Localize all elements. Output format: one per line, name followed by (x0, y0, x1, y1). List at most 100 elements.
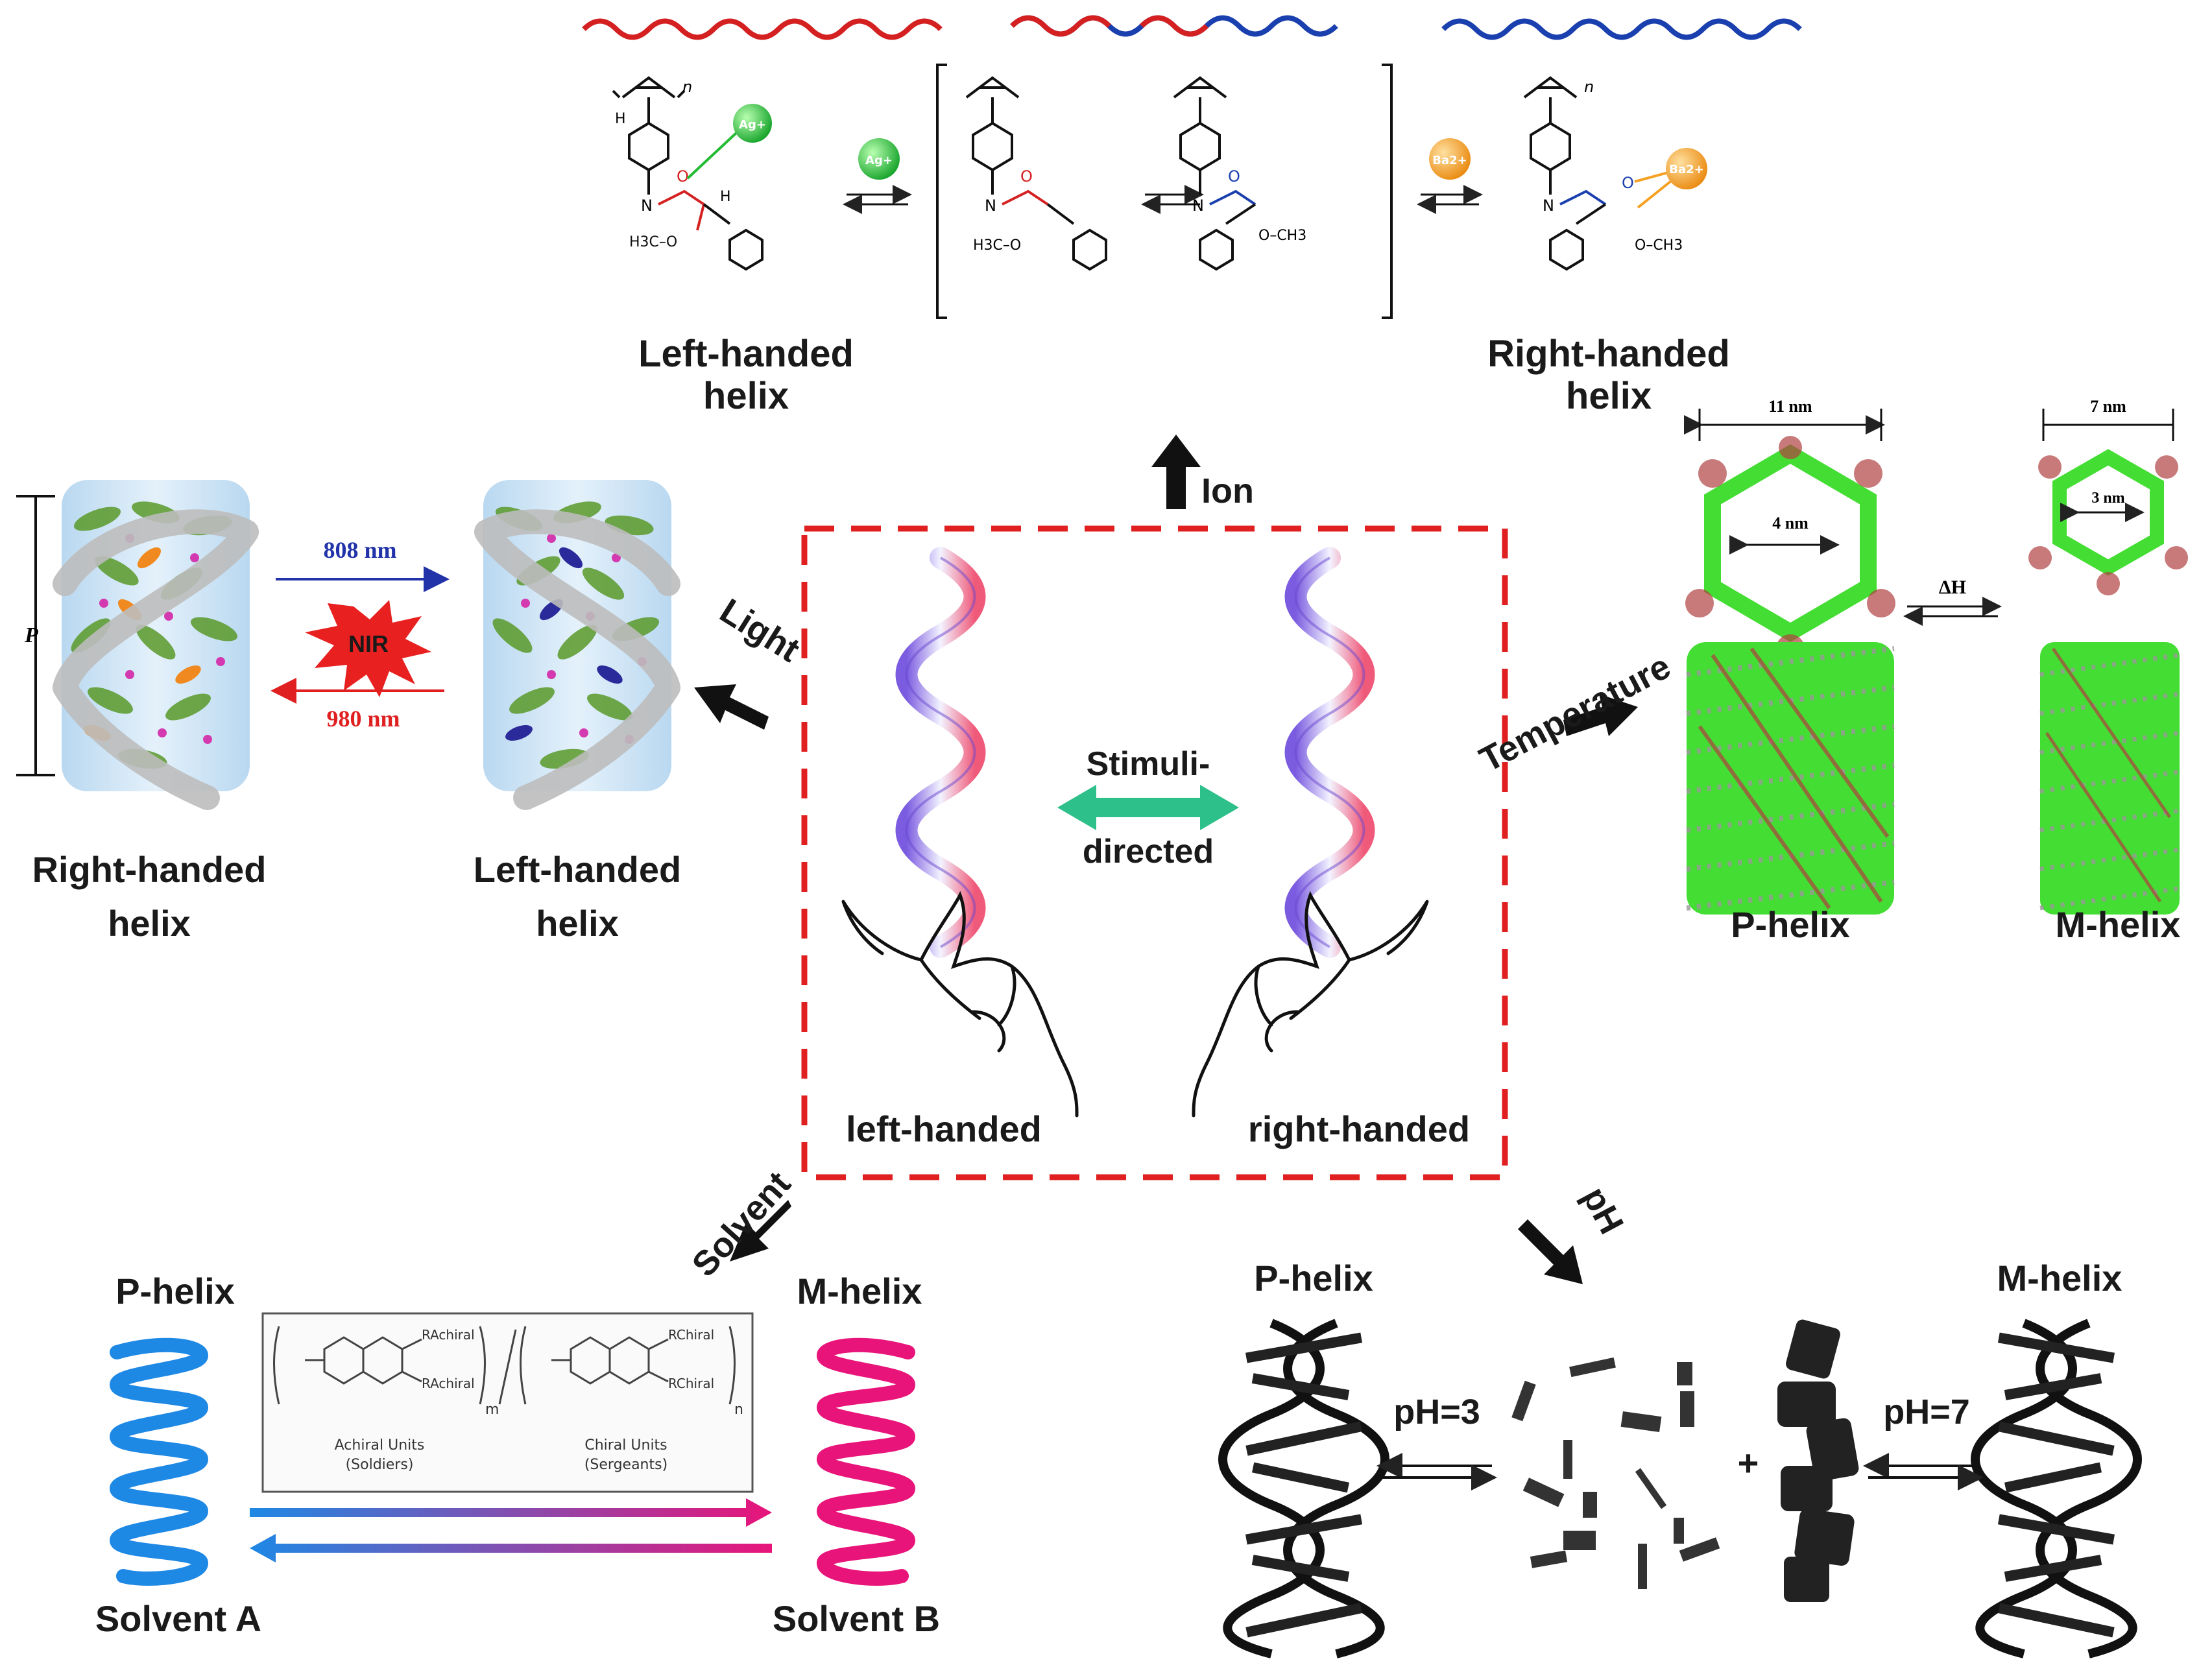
solvent-forward-arrow (250, 1498, 772, 1527)
n-subscript-right: n (1584, 78, 1594, 96)
pitch-label: P (24, 623, 38, 647)
dim-inner-left: 4 nm (1772, 514, 1809, 532)
808nm-label: 808 nm (323, 537, 396, 563)
methoxy-label-3: O–CH3 (1258, 228, 1306, 244)
solvent-b-label: Solvent B (773, 1598, 940, 1639)
temperature-p-helix-caption: P-helix (1731, 904, 1850, 945)
ion-arrow: Ion (1151, 435, 1254, 510)
ba-equilibrium: Ba2+ (1417, 138, 1483, 214)
achiral-unit-structure (273, 1326, 486, 1405)
r-chiral-top: RChiral (668, 1327, 714, 1343)
plus-sign: + (1738, 1442, 1759, 1483)
ion-right-caption-line2: helix (1566, 375, 1652, 417)
right-hand-icon (1192, 891, 1429, 1118)
temperature-arrow: Temperature (1473, 647, 1676, 780)
ag-equilibrium: Ag+ (843, 138, 912, 214)
p-helix-spring (109, 1337, 209, 1586)
ion-panel: n H N O H3C–O H Ag+ Ag+ (582, 15, 1802, 417)
ba-equilibrium-label: Ba2+ (1432, 154, 1467, 167)
delta-h-label: ΔH (1939, 577, 1966, 598)
carbonyl-o: O (677, 167, 689, 185)
carbonyl-o-4: O (1622, 174, 1634, 192)
methoxy-label-2: H3C–O (973, 237, 1021, 254)
methoxy-label-4: O–CH3 (1635, 237, 1683, 254)
nh-atom-3: N (1192, 197, 1204, 215)
small-hexagon-ring (2052, 449, 2164, 576)
solvent-m-helix-label: M-helix (797, 1271, 922, 1311)
ph-panel: P-helix M-helix (1218, 1258, 2142, 1658)
ag-ion-sphere (733, 104, 772, 143)
left-handed-helix-ribbon (895, 547, 986, 958)
left-handed-label: left-handed (846, 1108, 1042, 1149)
r-achiral-bottom: RAchiral (422, 1376, 475, 1391)
solvent-p-helix-label: P-helix (115, 1271, 235, 1311)
center-panel: Stimuli- directed left-handed right-hand… (801, 525, 1508, 1180)
dim-inner-right: 3 nm (2091, 490, 2124, 507)
left-monomer-structure: n H N O H3C–O H Ag+ (612, 76, 772, 271)
nh-atom-2: N (985, 197, 996, 215)
ph-m-helix-assembly (1971, 1319, 2142, 1658)
980nm-label: 980 nm (326, 706, 400, 732)
h-atom: H (615, 111, 626, 127)
bracket-left (936, 64, 947, 319)
sergeants-label: (Sergeants) (584, 1457, 667, 1473)
achiral-units-label: Achiral Units (335, 1437, 425, 1454)
solvent-label: Solvent (684, 1164, 798, 1284)
right-handed-helix-ribbon (1284, 547, 1375, 958)
ph-p-helix-assembly (1218, 1319, 1389, 1658)
ph-label: pH (1575, 1180, 1631, 1240)
light-arrow: Light (694, 592, 806, 730)
copolymer-structure-box (261, 1312, 754, 1493)
blue-helix-wave (1441, 18, 1802, 40)
ag-ion-label: Ag+ (739, 118, 766, 132)
aggregated-fragments (1777, 1319, 1859, 1602)
left-handed-lc-cylinder (474, 480, 680, 810)
methoxy-label: H3C–O (629, 234, 677, 250)
ag-equilibrium-label: Ag+ (865, 154, 893, 167)
chiral-unit-structure (520, 1326, 736, 1405)
ph7-label: pH=7 (1883, 1393, 1970, 1431)
soldiers-label: (Soldiers) (346, 1457, 414, 1473)
light-right-caption-line1: Left-handed (474, 849, 681, 890)
ph3-label: pH=3 (1393, 1393, 1480, 1431)
stimuli-double-arrow (1057, 785, 1239, 830)
temperature-panel: 11 nm 7 nm 4 nm 3 nm ΔH (1684, 397, 2188, 945)
light-right-caption-line2: helix (536, 903, 619, 944)
dim-outer-right: 7 nm (2090, 397, 2126, 416)
ph-p-helix-label: P-helix (1254, 1258, 1373, 1298)
left-hand-icon (841, 891, 1079, 1118)
carbonyl-o-2: O (1020, 167, 1033, 185)
r-chiral-bottom: RChiral (668, 1376, 714, 1391)
right-monomer-structure: n N O Ba2+ O–CH3 (1523, 76, 1707, 271)
large-hexagon-ring (1704, 444, 1877, 643)
h-alpha: H (720, 189, 731, 205)
ph-arrow: pH (1518, 1180, 1631, 1284)
m-subscript: m (485, 1402, 499, 1418)
bracket-right (1382, 64, 1393, 319)
ion-left-caption-line1: Left-handed (638, 333, 854, 375)
light-left-caption-line1: Right-handed (32, 849, 267, 890)
stimuli-label-line1: Stimuli- (1087, 745, 1210, 783)
m-helix-spring (816, 1337, 916, 1586)
solvent-arrow: Solvent (684, 1164, 798, 1284)
stimuli-label-line2: directed (1083, 833, 1214, 870)
solvent-a-label: Solvent A (95, 1598, 261, 1639)
right-handed-label: right-handed (1248, 1108, 1470, 1149)
nir-label: NIR (348, 630, 389, 657)
right-handed-lc-cylinder (53, 480, 259, 810)
light-panel: P (16, 480, 681, 944)
ion-left-caption-line2: helix (703, 375, 789, 417)
ion-label: Ion (1201, 472, 1254, 510)
temperature-label: Temperature (1473, 647, 1676, 780)
ba-ion-label: Ba2+ (1669, 163, 1703, 176)
dashed-frame (801, 525, 1508, 1180)
temperature-m-helix-caption: M-helix (2056, 904, 2181, 945)
solvent-reverse-arrow (250, 1534, 772, 1562)
nh-atom-4: N (1543, 197, 1554, 215)
middle-monomer-red: N O H3C–O (965, 76, 1107, 271)
p-helix-cylinder (1686, 642, 1895, 915)
n-subscript: n (682, 78, 692, 96)
light-label: Light (713, 592, 806, 670)
m-helix-cylinder (2039, 642, 2180, 915)
